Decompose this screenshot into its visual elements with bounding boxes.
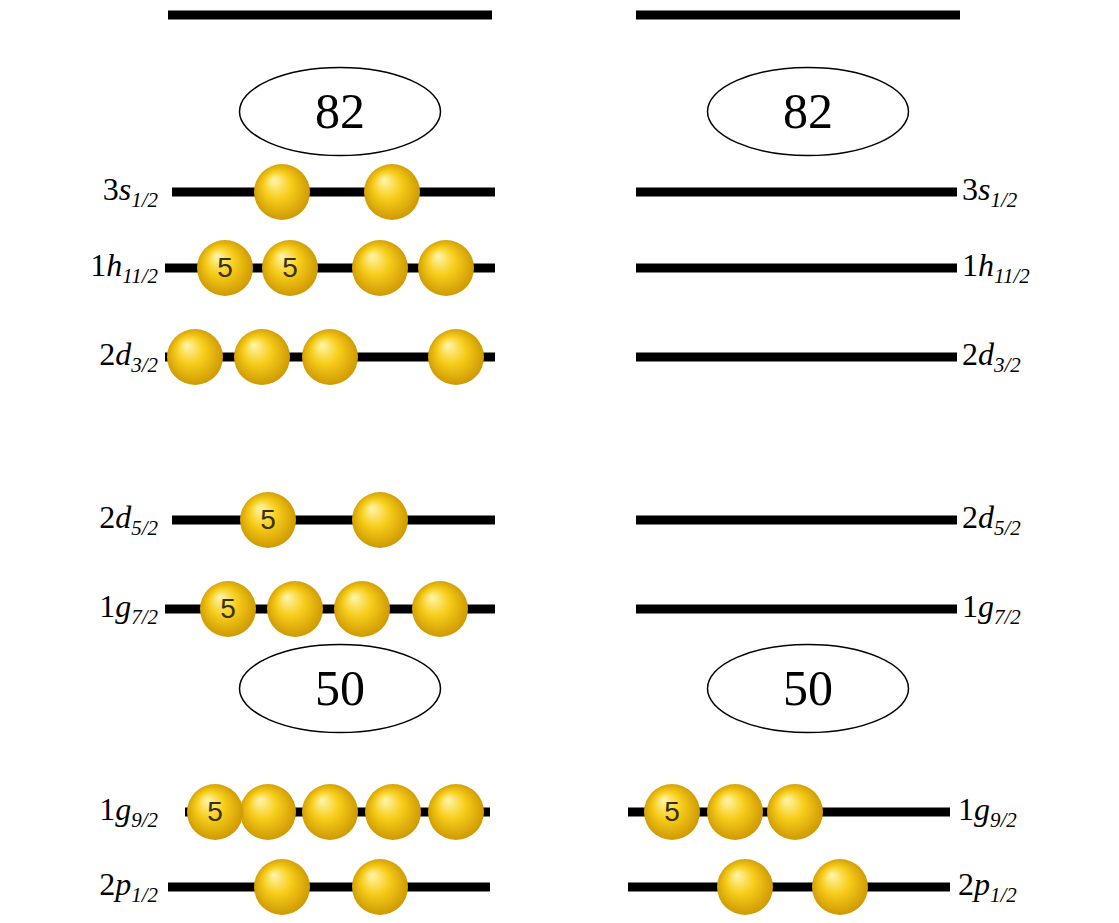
magic-number: 50 (315, 663, 365, 713)
level-label: 3s1/2 (962, 173, 1017, 211)
nucleon-ball: 5 (197, 240, 253, 296)
level-label: 2p1/2 (99, 868, 158, 906)
level-label: 1h11/2 (962, 249, 1030, 287)
ball-number: 5 (217, 254, 233, 282)
level-label: 1g9/2 (99, 793, 158, 831)
level-label: 3s1/2 (103, 173, 158, 211)
level-label: 2d3/2 (962, 338, 1021, 376)
level-label: 1g7/2 (962, 590, 1021, 628)
nucleon-ball: 5 (200, 581, 256, 637)
level-label: 1g7/2 (99, 590, 158, 628)
level-label: 2p1/2 (958, 868, 1017, 906)
magic-number-ellipse: 50 (706, 643, 910, 734)
level-label: 2d5/2 (962, 501, 1021, 539)
ball-number: 5 (260, 506, 276, 534)
ball-number: 5 (207, 798, 223, 826)
level-label: 1g9/2 (958, 793, 1017, 831)
nucleon-ball: 5 (240, 492, 296, 548)
magic-number: 82 (783, 86, 833, 136)
magic-number-ellipse: 82 (706, 66, 910, 157)
magic-number: 50 (783, 663, 833, 713)
nucleon-ball: 5 (262, 240, 318, 296)
magic-number: 82 (315, 86, 365, 136)
nucleon-ball: 5 (644, 784, 700, 840)
ball-number: 5 (664, 798, 680, 826)
nucleons (167, 164, 868, 915)
level-label: 2d3/2 (99, 338, 158, 376)
nucleon-ball: 5 (187, 784, 243, 840)
magic-number-ellipse: 50 (238, 643, 442, 734)
level-label: 1h11/2 (90, 249, 158, 287)
level-label: 2d5/2 (99, 501, 158, 539)
ball-number: 5 (282, 254, 298, 282)
level-lines (165, 15, 960, 887)
ball-number: 5 (220, 595, 236, 623)
magic-number-ellipse: 82 (238, 66, 442, 157)
